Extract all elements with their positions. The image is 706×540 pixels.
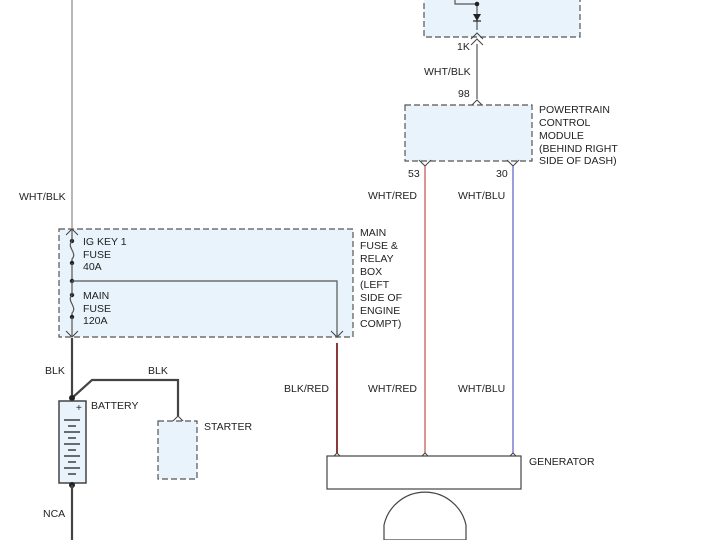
- left-wire-label: WHT/BLK: [19, 191, 66, 203]
- pcm-name: POWERTRAIN CONTROL MODULE (BEHIND RIGHT …: [539, 104, 620, 167]
- starter-connector: [171, 415, 185, 423]
- battery-pos-wire-label: BLK: [45, 365, 65, 377]
- starter-wire-label: BLK: [148, 365, 168, 377]
- fuse-box: [58, 228, 354, 338]
- battery-icon: [64, 419, 80, 475]
- fuse1-icon: [69, 229, 75, 263]
- battery-body: [58, 400, 87, 484]
- fuse-box-out-wire-label: BLK/RED: [284, 383, 329, 395]
- fuse1-label: IG KEY 1 FUSE 40A: [83, 236, 130, 273]
- fuse-box-name: MAIN FUSE & RELAY BOX (LEFT SIDE OF ENGI…: [360, 227, 405, 330]
- generator-label: GENERATOR: [529, 456, 595, 468]
- top-component-box: [423, 0, 581, 38]
- pcm-pin-98-label: 98: [458, 88, 470, 100]
- pcm-pin-98-connector: [470, 99, 484, 107]
- pcm-pin-53-label: 53: [408, 168, 420, 180]
- gen-wire-blu-label: WHT/BLU: [458, 383, 505, 395]
- top-wire-label: WHT/BLK: [424, 66, 471, 78]
- top-pin-label: 1K: [457, 41, 470, 53]
- wire-to-starter: [71, 378, 180, 416]
- fuse-box-internal-wire: [72, 280, 338, 337]
- battery-plus-sign: +: [76, 403, 82, 414]
- fuse2-icon: [69, 281, 75, 317]
- gen-wire-red-label: WHT/RED: [368, 383, 417, 395]
- pcm-box: [404, 104, 533, 162]
- diode-icon: [473, 14, 481, 21]
- fuse2-label: MAIN FUSE 120A: [83, 290, 114, 327]
- battery-label: BATTERY: [91, 400, 138, 412]
- pcm-wire-30-label: WHT/BLU: [458, 190, 505, 202]
- top-junction-dot: [474, 1, 480, 7]
- generator-rotor-icon: [383, 491, 467, 540]
- starter-box: [157, 420, 198, 480]
- battery-pos-terminal-dot: [69, 395, 75, 401]
- battery-neg-wire-label: NCA: [43, 508, 65, 520]
- top-connector-icon: [470, 32, 484, 46]
- generator-body: [326, 455, 522, 490]
- pcm-wire-53-label: WHT/RED: [368, 190, 417, 202]
- pcm-pin-30-label: 30: [496, 168, 508, 180]
- starter-label: STARTER: [204, 421, 252, 433]
